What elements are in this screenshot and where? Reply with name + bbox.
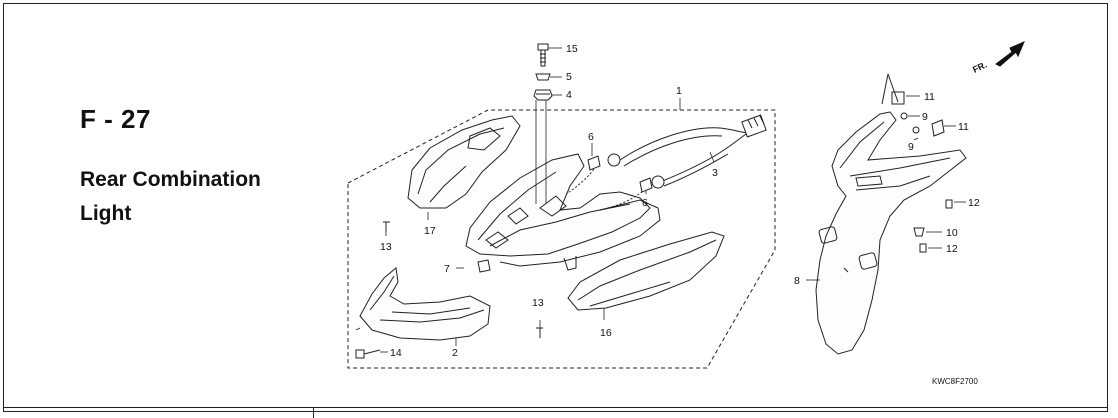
fender-hardware: [881, 73, 953, 253]
callout-12-upper: 12: [968, 197, 980, 209]
callout-9-upper: 9: [922, 111, 928, 123]
callout-10: 10: [946, 227, 958, 239]
callout-11-upper: 11: [924, 91, 935, 103]
callout-8: 8: [794, 275, 800, 287]
section-title-line-2: Light: [80, 202, 132, 225]
callout-6-upper: 6: [588, 131, 594, 143]
callout-6-lower: 6: [642, 197, 648, 209]
figure-reference-code: KWC8F2700: [932, 377, 978, 386]
part-2-lower-lens: [359, 267, 491, 341]
callout-17: 17: [424, 225, 436, 237]
callout-16: 16: [600, 327, 612, 339]
footer-column-divider: [313, 407, 314, 418]
part-17-cover: [407, 115, 521, 209]
callout-1: 1: [676, 85, 682, 97]
assembly-group-outline: [347, 109, 776, 369]
callout-5: 5: [566, 71, 572, 83]
section-code: F - 27: [80, 104, 151, 134]
callout-3: 3: [712, 167, 718, 179]
part-8-rear-fender: [815, 111, 967, 355]
callout-4: 4: [566, 89, 572, 101]
callout-11-lower: 11: [958, 121, 969, 133]
callout-14: 14: [390, 347, 402, 359]
callout-2: 2: [452, 347, 458, 359]
footer-divider: [3, 407, 1108, 408]
part-3-wire-harness: [565, 114, 767, 211]
front-direction-arrow: [995, 41, 1025, 67]
section-title-line-1: Rear Combination: [80, 168, 261, 191]
callout-labels: 15 5 4 1 6 6 3 7 17 13 13 16 2 14 8 11 9…: [380, 43, 988, 386]
taillight-housing: [465, 153, 661, 271]
callout-7: 7: [444, 263, 450, 275]
callout-13-right: 13: [532, 297, 544, 309]
callout-12-lower: 12: [946, 243, 958, 255]
front-direction-label: FR.: [971, 60, 988, 75]
callout-13-left: 13: [380, 241, 392, 253]
fastener-parts: [355, 43, 653, 359]
page-frame: [3, 3, 1108, 412]
callout-9-lower: 9: [908, 141, 914, 153]
section-title: Rear Combination Light: [80, 163, 310, 231]
part-16-side-lens: [567, 231, 725, 311]
leader-lines: [355, 47, 966, 353]
callout-15: 15: [566, 43, 578, 55]
